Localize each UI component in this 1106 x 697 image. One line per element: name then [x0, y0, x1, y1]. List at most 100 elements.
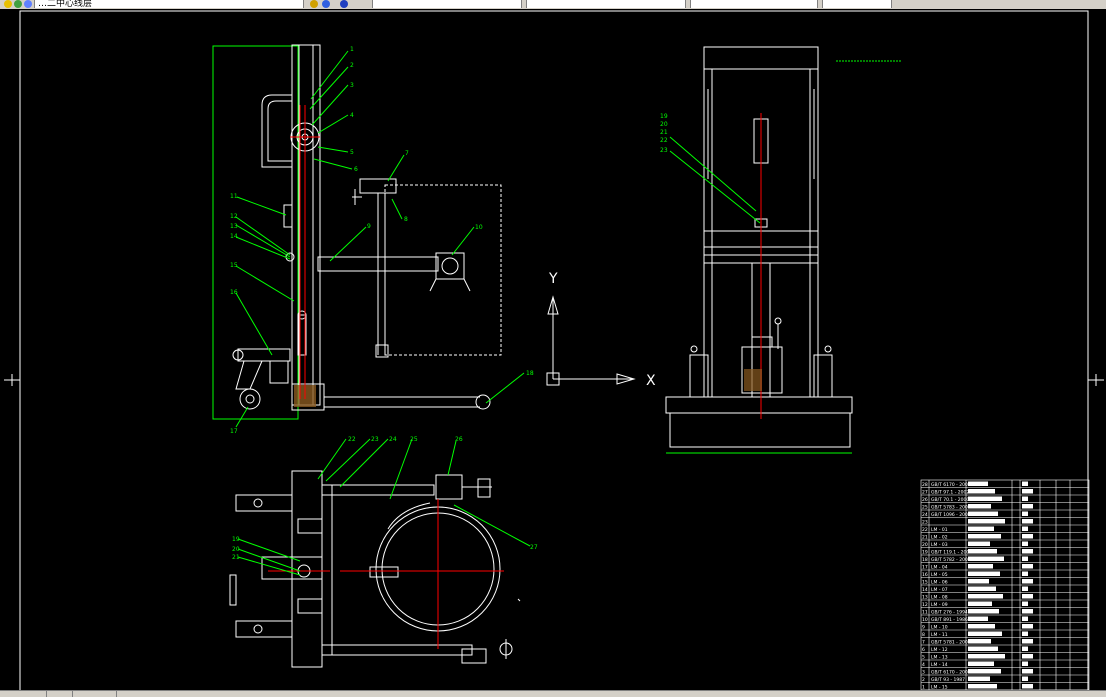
callout-p20: 20: [232, 546, 240, 553]
callout-p26: 26: [455, 436, 463, 443]
bom-row-number: 11: [922, 610, 928, 616]
bom-row-code: LM - 04: [931, 565, 948, 571]
bom-row-material: [1022, 511, 1028, 516]
linetype-dropdown[interactable]: [526, 0, 686, 8]
bom-row-number: 22: [922, 527, 928, 533]
bom-row-code: LM - 10: [931, 625, 948, 631]
make-current-icon[interactable]: [310, 0, 318, 8]
layout-tab-1[interactable]: [46, 691, 73, 697]
bom-row-material: [1022, 489, 1033, 494]
callout-19: 19: [660, 113, 668, 120]
bom-row-material: [1022, 504, 1033, 509]
layer-state-icon[interactable]: [14, 0, 22, 8]
drawing-border: [19, 10, 1089, 690]
bom-row-code: LM - 09: [931, 602, 948, 608]
layer-match-icon[interactable]: [340, 0, 348, 8]
callout-8: 8: [404, 216, 408, 223]
bom-row-name: [968, 676, 990, 681]
ucs-y-label: Y: [548, 271, 558, 287]
bom-row-material: [1022, 526, 1028, 531]
freeze-icon[interactable]: [24, 0, 32, 8]
bom-row-material: [1022, 661, 1028, 666]
undo-icon[interactable]: [4, 0, 12, 8]
bom-row-name: [968, 586, 996, 591]
cursor-mark: [517, 598, 521, 602]
front-hatch: [744, 369, 762, 391]
bom-row-name: [968, 556, 1004, 561]
bom-row-code: GB/T 70.1 - 2000: [931, 497, 969, 503]
bom-row-number: 7: [922, 640, 925, 646]
bom-row-name: [968, 609, 999, 614]
bom-row-number: 19: [922, 550, 928, 556]
callout-p24: 24: [389, 436, 397, 443]
bom-row-number: 26: [922, 497, 928, 503]
bom-row-material: [1022, 594, 1033, 599]
lineweight-dropdown[interactable]: [690, 0, 818, 8]
bom-row-material: [1022, 609, 1033, 614]
bom-row-code: LM - 11: [931, 632, 948, 638]
bom-row-material: [1022, 669, 1033, 674]
bom-row-material: [1022, 519, 1033, 524]
bom-row-name: [968, 504, 991, 509]
bom-row-name: [968, 631, 1002, 636]
bom-row-number: 5: [922, 655, 925, 661]
bom-row-name: [968, 526, 994, 531]
bom-row-code: LM - 08: [931, 595, 948, 601]
bom-row-material: [1022, 646, 1028, 651]
bom-row-number: 10: [922, 617, 928, 623]
plotstyle-dropdown[interactable]: [822, 0, 892, 8]
front-callouts: 19 20 21 22 23: [660, 113, 668, 154]
callout-10: 10: [475, 224, 483, 231]
bom-row-number: 16: [922, 572, 928, 578]
bom-row-material: [1022, 684, 1033, 689]
bom-row-code: LM - 14: [931, 662, 948, 668]
bom-row-code: LM - 05: [931, 572, 948, 578]
bom-row-number: 14: [922, 587, 928, 593]
bom-row-number: 17: [922, 565, 928, 571]
callout-p19: 19: [232, 536, 240, 543]
plan-view: [229, 470, 513, 668]
callout-21: 21: [660, 129, 668, 136]
layout-tab-2[interactable]: [72, 691, 117, 697]
bom-row-number: 21: [922, 535, 928, 541]
callout-18: 18: [526, 370, 534, 377]
bom-row-material: [1022, 631, 1028, 636]
layer-dropdown[interactable]: …二中心线层: [34, 0, 304, 8]
bom-row-name: [968, 481, 988, 486]
bom-row-name: [968, 511, 998, 516]
callout-1: 1: [350, 46, 354, 53]
bom-row-code: GB/T 6170 - 2000: [931, 670, 971, 676]
bom-row-material: [1022, 556, 1028, 561]
plan-centerlines: [268, 499, 504, 649]
callout-3: 3: [350, 82, 354, 89]
bom-row-name: [968, 549, 997, 554]
drawing-canvas[interactable]: 1 2 3 4 5 6 7 8 9 10 11 12 13 14 15 16 1…: [0, 9, 1106, 690]
bom-row-number: 2: [922, 677, 925, 683]
bom-row-material: [1022, 481, 1028, 486]
bom-row-name: [968, 601, 992, 606]
bom-row-number: 9: [922, 625, 925, 631]
color-dropdown[interactable]: [372, 0, 522, 8]
bom-row-code: LM - 02: [931, 535, 948, 541]
bom-row-number: 24: [922, 512, 928, 518]
bom-row-code: GB/T 5782 - 2000: [931, 557, 971, 563]
bom-row-code: GB/T 5783 - 2000: [931, 505, 971, 511]
bom-row-name: [968, 534, 1001, 539]
bom-row-number: 4: [922, 662, 925, 668]
bom-row-name: [968, 684, 997, 689]
callout-12: 12: [230, 213, 238, 220]
bom-row-code: GB/T 119.1 - 2000: [931, 550, 972, 556]
bom-row-name: [968, 579, 989, 584]
bom-row-number: 13: [922, 595, 928, 601]
bom-row-code: GB/T 93 - 1987: [931, 677, 965, 683]
bom-row-name: [968, 654, 1005, 659]
side-centerlines: [290, 105, 320, 399]
callout-p27: 27: [530, 544, 538, 551]
model-tab[interactable]: [0, 691, 47, 697]
ucs-icon: [546, 295, 636, 386]
callout-5: 5: [350, 149, 354, 156]
bom-row-name: [968, 661, 994, 666]
bom-row-name: [968, 496, 1002, 501]
callout-16: 16: [230, 289, 238, 296]
layer-previous-icon[interactable]: [322, 0, 330, 8]
